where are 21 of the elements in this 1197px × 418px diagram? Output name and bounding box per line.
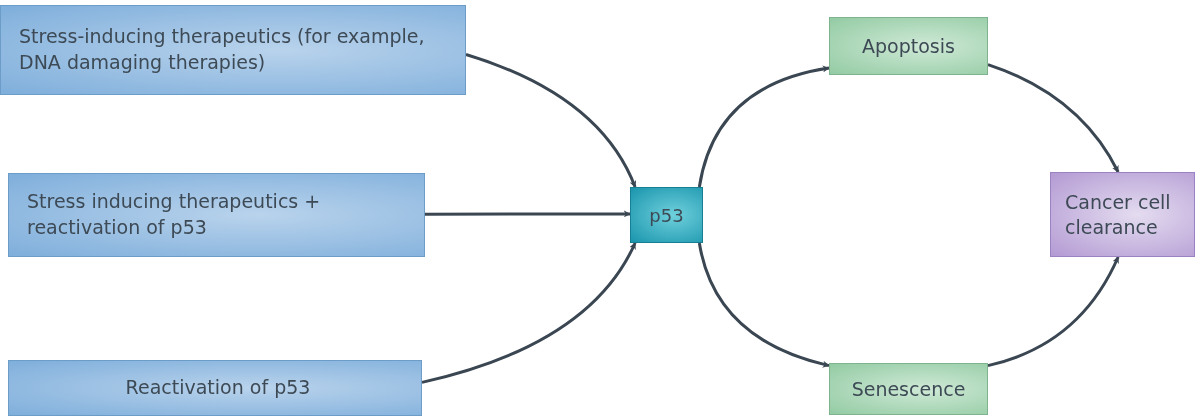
arrow — [465, 53, 637, 188]
node-label: Apoptosis — [862, 35, 955, 57]
arrow — [987, 256, 1120, 368]
arrow — [697, 65, 830, 188]
node-label: Reactivation of p53 — [125, 375, 311, 401]
arrow — [425, 210, 631, 218]
outcome-box — [829, 17, 988, 75]
node-label: Senescence — [851, 378, 966, 400]
arrow — [421, 242, 637, 384]
therapy-box — [8, 360, 422, 416]
outcome-box — [829, 363, 988, 415]
result-box — [1050, 172, 1195, 257]
node-label: p53 — [649, 204, 684, 226]
node-label: Stress inducing therapeutics + reactivation of p53 — [27, 189, 322, 240]
therapy-box — [8, 173, 425, 257]
therapy-box — [0, 5, 466, 95]
arrow — [987, 63, 1120, 173]
p53-box — [630, 187, 703, 243]
arrow — [697, 242, 830, 368]
node-label: Cancer cell clearance — [1065, 189, 1172, 240]
node-label: Stress-inducing therapeutics (for example, DNA damaging therapies) — [19, 24, 426, 75]
